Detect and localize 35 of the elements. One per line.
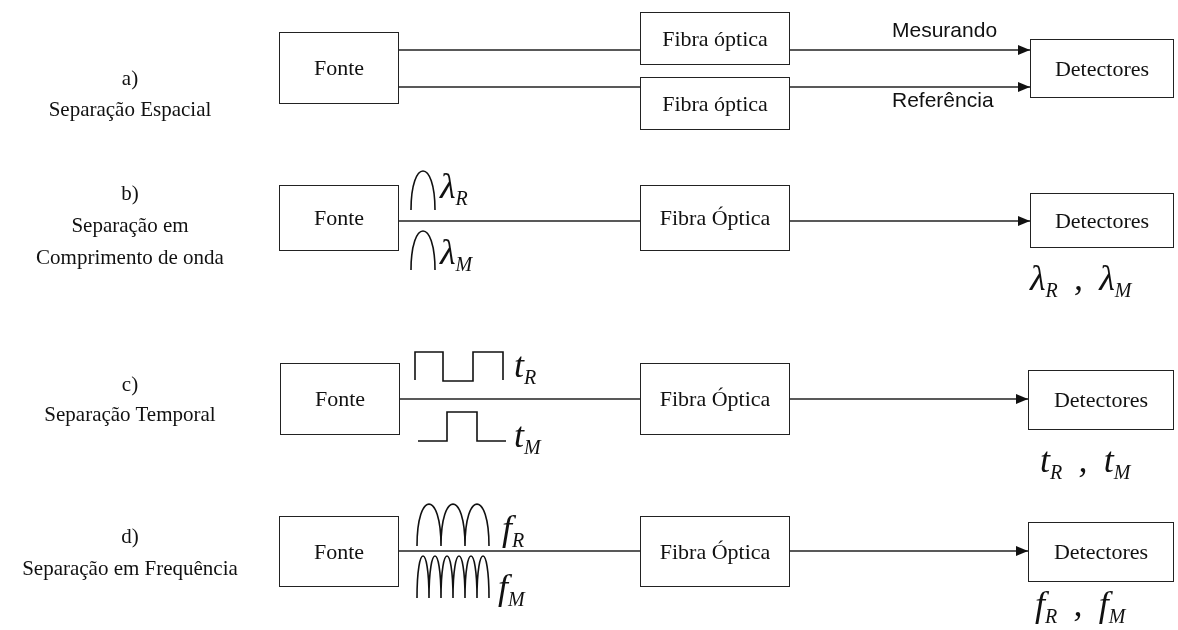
- signal-symbol: λ$_{M}$: [440, 232, 473, 277]
- block-box: Fibra Óptica: [640, 516, 790, 587]
- row-label: Separação Espacial: [47, 96, 213, 123]
- row-label: Separação Temporal: [43, 401, 217, 428]
- signal-symbol: f$_{R}$ , f$_{M}$: [1035, 584, 1126, 629]
- arrow: [789, 216, 1031, 226]
- block-box: Fonte: [279, 185, 399, 251]
- row-label: d): [120, 523, 140, 550]
- block-box: Fonte: [280, 363, 400, 435]
- signal-symbol: f$_{R}$: [502, 508, 525, 553]
- signal-symbol: λ$_{R}$: [440, 166, 468, 211]
- block-box: Fibra óptica: [640, 77, 790, 130]
- block-box: Detectores: [1028, 522, 1174, 582]
- signal-symbol: t$_{R}$: [514, 345, 537, 390]
- block-box: Fibra óptica: [640, 12, 790, 65]
- signal-symbol: f$_{M}$: [498, 567, 525, 612]
- signal-symbol: t$_{M}$: [514, 415, 541, 460]
- row-label: Separação em Frequência: [21, 555, 239, 582]
- arrow: [789, 394, 1029, 404]
- row-label: Separação em Comprimento de onda: [35, 212, 225, 271]
- block-box: Fibra Óptica: [640, 185, 790, 251]
- row-label: b): [120, 180, 140, 207]
- block-box: Fonte: [279, 32, 399, 104]
- block-box: Detectores: [1028, 370, 1174, 430]
- block-box: Detectores: [1030, 39, 1174, 98]
- block-box: Fibra Óptica: [640, 363, 790, 435]
- arrow: [789, 546, 1029, 556]
- row-label: c): [120, 371, 140, 398]
- block-box: Detectores: [1030, 193, 1174, 248]
- row-label: a): [120, 65, 140, 92]
- signal-symbol: λ$_{R}$ , λ$_{M}$: [1030, 258, 1132, 303]
- arrow: [789, 82, 1031, 92]
- block-box: Fonte: [279, 516, 399, 587]
- signal-symbol: t$_{R}$ , t$_{M}$: [1040, 440, 1131, 485]
- arrow: [789, 45, 1031, 55]
